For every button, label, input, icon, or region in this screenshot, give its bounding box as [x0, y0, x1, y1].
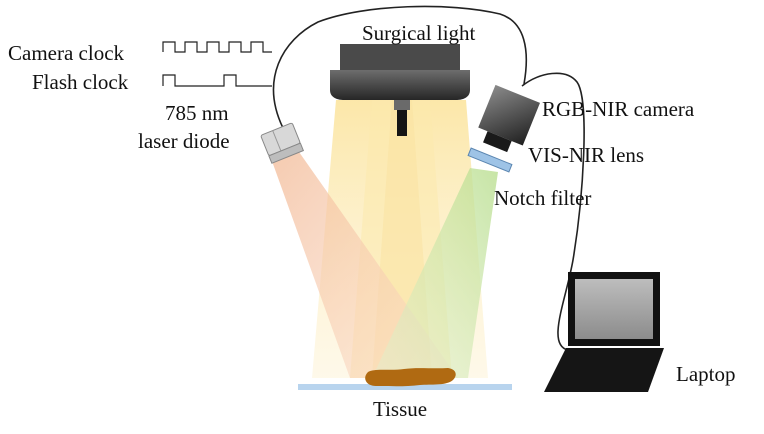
camera-label: RGB-NIR camera: [542, 97, 695, 121]
laptop-cable: [521, 72, 585, 351]
lens-label: VIS-NIR lens: [528, 143, 644, 167]
laptop: [544, 272, 664, 392]
sync-cable: [272, 5, 528, 129]
notch-filter: [467, 147, 513, 173]
tissue-sample: [365, 368, 456, 387]
surgical-light-head: [330, 44, 470, 136]
flash-clock-label: Flash clock: [32, 70, 129, 94]
tissue-label: Tissue: [373, 397, 427, 421]
camera-field-of-view: [372, 168, 498, 378]
flash-clock-waveform: [162, 74, 272, 87]
camera-clock-waveform: [162, 41, 272, 53]
surgical-light-label: Surgical light: [362, 21, 476, 45]
rgb-nir-camera: [478, 84, 540, 153]
tissue-surface: [298, 384, 512, 390]
camera-clock-label: Camera clock: [8, 41, 125, 65]
laptop-label: Laptop: [676, 362, 735, 386]
notch-filter-label: Notch filter: [494, 186, 591, 210]
laser-wavelength-label: 785 nm: [165, 101, 229, 125]
laser-diode-label: laser diode: [138, 129, 230, 153]
laser-diode: [260, 122, 305, 164]
